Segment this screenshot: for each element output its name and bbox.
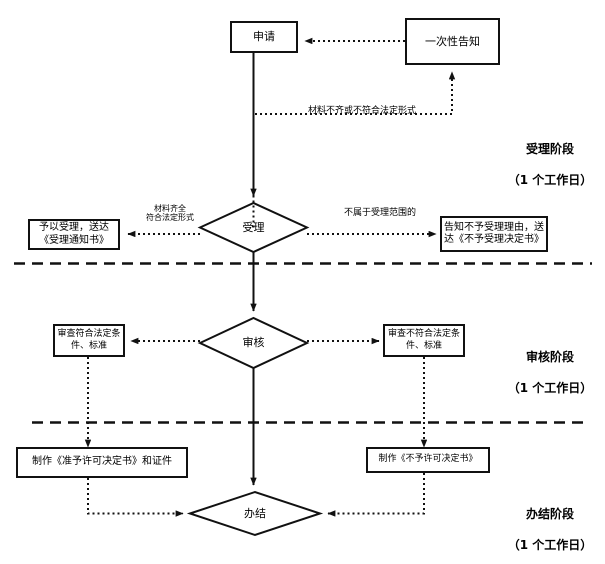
edge-label-out-of-scope: 不属于受理范围的 xyxy=(325,197,435,219)
complete-diamond xyxy=(186,490,324,537)
node-complete[interactable] xyxy=(190,492,320,535)
node-deny-doc-label: 制作《不予许可决定书》 xyxy=(378,454,478,465)
node-application[interactable]: 申请 xyxy=(230,21,298,53)
out-of-scope-text: 不属于受理范围的 xyxy=(343,207,416,218)
node-one-time-notice-label: 一次性告知 xyxy=(425,34,480,48)
node-grant-doc[interactable]: 制作《准予许可决定书》和证件 xyxy=(16,447,188,478)
node-accept-yes-label: 予以受理，送达 《受理通知书》 xyxy=(39,222,109,246)
stage-acceptance-duration: （1 个工作日） xyxy=(507,172,593,187)
node-review-pass-label: 审查符合法定条 件、标准 xyxy=(57,329,121,351)
node-accept-no-label: 告知不予受理理由，送 达《不予受理决定书》 xyxy=(444,221,544,246)
node-grant-doc-label: 制作《准予许可决定书》和证件 xyxy=(32,456,172,468)
edge-deny-doc-to-complete xyxy=(327,473,425,517)
materials-incomplete-text: 材料不齐或不符合法定形式 xyxy=(307,105,416,116)
stage-label-acceptance: 受理阶段 （1 个工作日） xyxy=(498,126,602,204)
node-review-fail[interactable]: 审查不符合法定条 件、标准 xyxy=(383,324,465,357)
materials-complete-text: 材料齐全 符合法定形式 xyxy=(146,203,194,223)
stage-complete-duration: （1 个工作日） xyxy=(507,537,593,552)
stage-review-duration: （1 个工作日） xyxy=(507,380,593,395)
node-review-pass[interactable]: 审查符合法定条 件、标准 xyxy=(53,324,125,357)
edge-label-materials-complete: 材料齐全 符合法定形式 xyxy=(133,194,207,223)
edge-accept-to-notice xyxy=(252,71,456,228)
node-accept-yes[interactable]: 予以受理，送达 《受理通知书》 xyxy=(28,219,120,250)
review-decision-diamond xyxy=(197,316,310,370)
stage-review-name: 审核阶段 xyxy=(525,349,574,364)
edge-grant-doc-to-complete xyxy=(87,478,184,517)
node-application-label: 申请 xyxy=(253,30,275,44)
node-deny-doc[interactable]: 制作《不予许可决定书》 xyxy=(366,447,490,473)
node-review-fail-label: 审查不符合法定条 件、标准 xyxy=(387,329,460,351)
stage-label-review: 审核阶段 （1 个工作日） xyxy=(498,334,602,412)
edge-label-materials-incomplete: 材料不齐或不符合法定形式 xyxy=(282,95,442,117)
node-accept-no[interactable]: 告知不予受理理由，送 达《不予受理决定书》 xyxy=(440,216,548,252)
stage-label-complete: 办结阶段 （1 个工作日） xyxy=(498,491,602,564)
node-one-time-notice[interactable]: 一次性告知 xyxy=(405,18,500,65)
stage-complete-name: 办结阶段 xyxy=(525,506,574,521)
stage-acceptance-name: 受理阶段 xyxy=(525,141,574,156)
node-accept-decision[interactable] xyxy=(200,203,307,252)
node-review-decision[interactable] xyxy=(200,318,307,368)
